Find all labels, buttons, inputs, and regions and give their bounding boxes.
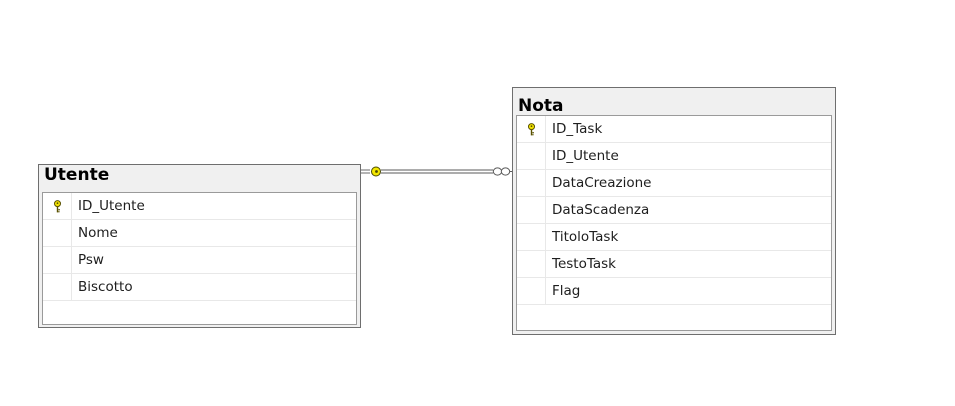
table-nota[interactable]: Nota ID_Task ID_Utente DataCreazione	[512, 87, 836, 335]
column-row-datacreazione[interactable]: DataCreazione	[517, 170, 831, 197]
column-name: DataScadenza	[552, 202, 650, 218]
relationship-line[interactable]	[381, 169, 493, 174]
column-name: ID_Utente	[552, 148, 619, 164]
column-row-testotask[interactable]: TestoTask	[517, 251, 831, 278]
row-selector	[517, 251, 546, 277]
row-selector	[517, 170, 546, 196]
column-name: Nome	[78, 225, 118, 241]
row-selector	[43, 247, 72, 273]
column-row-id-utente[interactable]: ID_Utente	[517, 143, 831, 170]
column-row-flag[interactable]: Flag	[517, 278, 831, 305]
column-name: DataCreazione	[552, 175, 652, 191]
column-name: Flag	[552, 283, 581, 299]
column-row-psw[interactable]: Psw	[43, 247, 356, 274]
column-row-titolotask[interactable]: TitoloTask	[517, 224, 831, 251]
column-name: Biscotto	[78, 279, 133, 295]
table-columns-utente: ID_Utente Nome Psw Biscotto	[42, 192, 357, 325]
row-selector	[517, 224, 546, 250]
row-selector	[43, 274, 72, 300]
table-title-nota: Nota	[518, 96, 564, 116]
row-selector	[517, 143, 546, 169]
primary-key-icon	[54, 200, 61, 213]
column-name: ID_Task	[552, 121, 603, 137]
column-row-id-utente[interactable]: ID_Utente	[43, 193, 356, 220]
row-selector	[517, 278, 546, 304]
column-name: TestoTask	[552, 256, 616, 272]
row-selector	[517, 116, 546, 142]
column-row-datascadenza[interactable]: DataScadenza	[517, 197, 831, 224]
primary-key-icon	[528, 123, 535, 136]
table-title-utente: Utente	[44, 165, 110, 185]
column-row-id-task[interactable]: ID_Task	[517, 116, 831, 143]
table-columns-nota: ID_Task ID_Utente DataCreazione DataScad…	[516, 115, 832, 331]
row-selector	[517, 197, 546, 223]
column-name: Psw	[78, 252, 104, 268]
infinity-icon	[492, 167, 512, 176]
column-row-biscotto[interactable]: Biscotto	[43, 274, 356, 301]
row-selector	[43, 220, 72, 246]
column-name: ID_Utente	[78, 198, 145, 214]
column-name: TitoloTask	[552, 229, 619, 245]
column-row-nome[interactable]: Nome	[43, 220, 356, 247]
key-icon	[361, 166, 381, 177]
row-selector	[43, 193, 72, 219]
table-utente[interactable]: Utente ID_Utente Nome Psw Bisc	[38, 164, 361, 328]
